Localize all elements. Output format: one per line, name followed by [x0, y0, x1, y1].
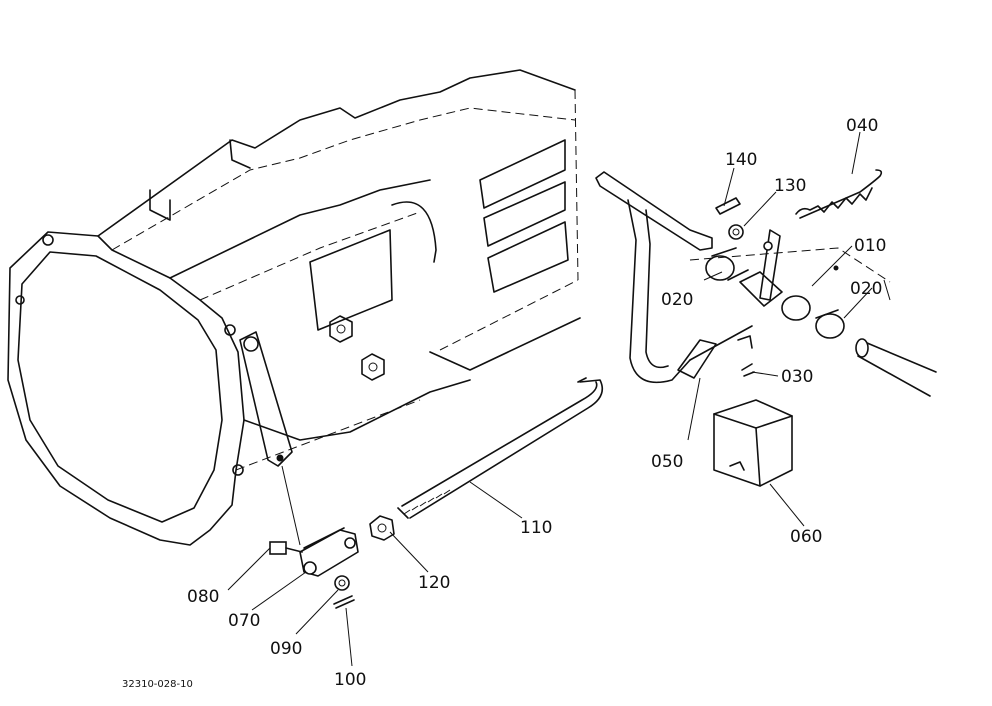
part-label-080: 080 — [187, 587, 219, 607]
part-label-040: 040 — [846, 116, 878, 136]
part-label-140: 140 — [725, 150, 757, 170]
part-label-070: 070 — [228, 611, 260, 631]
drawing-code: 32310-028-10 — [122, 679, 193, 690]
transmission-housing — [7, 69, 581, 546]
washer-130 — [728, 224, 744, 240]
part-label-120: 120 — [418, 573, 450, 593]
leader-lines — [227, 131, 873, 667]
spring-040 — [795, 169, 883, 219]
pin-140 — [715, 197, 741, 215]
stopper-block-060 — [713, 399, 793, 487]
rod-110 — [397, 377, 604, 519]
nut-120 — [369, 515, 395, 541]
part-label-010: 010 — [854, 236, 886, 256]
part-label-100: 100 — [334, 670, 366, 690]
part-label-020-right: 020 — [850, 279, 882, 299]
pedal-assembly — [595, 171, 937, 397]
part-label-110: 110 — [520, 518, 552, 538]
part-label-030: 030 — [781, 367, 813, 387]
part-label-050: 050 — [651, 452, 683, 472]
clevis-assembly — [269, 527, 359, 609]
part-label-060: 060 — [790, 527, 822, 547]
part-label-130: 130 — [774, 176, 806, 196]
part-label-020-left: 020 — [661, 290, 693, 310]
part-labels: 140 130 040 010 020 020 030 050 060 110 … — [122, 116, 886, 690]
part-label-090: 090 — [270, 639, 302, 659]
